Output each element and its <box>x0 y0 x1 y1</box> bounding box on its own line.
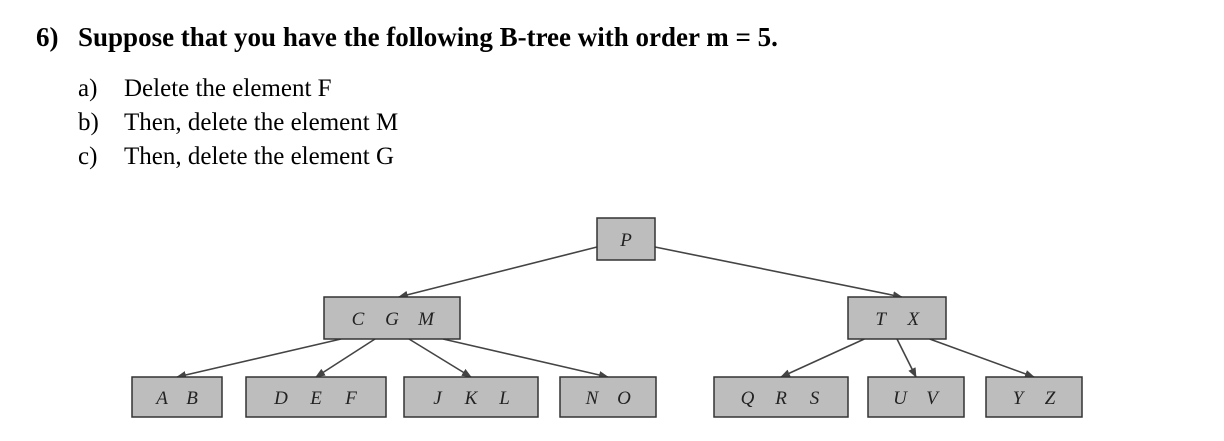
node-box <box>559 376 657 418</box>
part-letter: a) <box>78 75 98 102</box>
question-number: 6) <box>36 22 59 52</box>
node-key: N <box>585 388 600 409</box>
node-key: V <box>926 388 940 409</box>
tree-edge <box>397 246 598 299</box>
node-box <box>596 217 656 261</box>
node-key: Y <box>1013 388 1026 409</box>
node-key: F <box>344 388 357 409</box>
node-key: M <box>417 309 435 330</box>
part-text: Then, delete the element G <box>124 143 395 170</box>
node-box <box>867 376 965 418</box>
node-key: G <box>385 309 399 330</box>
node-box <box>847 296 947 340</box>
tree-edge <box>896 338 917 378</box>
tree-edge <box>780 338 865 378</box>
tree-edge <box>315 338 376 378</box>
node-key: D <box>273 388 288 409</box>
node-box <box>245 376 387 418</box>
node-key: Z <box>1045 388 1056 409</box>
part-a: a) Delete the element F <box>78 72 398 106</box>
tree-edge <box>176 338 342 379</box>
part-b: b) Then, delete the element M <box>78 106 398 140</box>
node-key: O <box>617 388 631 409</box>
node-box <box>403 376 539 418</box>
node-key: P <box>619 230 632 251</box>
tree-edge <box>442 338 609 379</box>
node-box <box>713 376 849 418</box>
node-key: E <box>309 388 322 409</box>
node-box <box>985 376 1083 418</box>
question-text: Suppose that you have the following B-tr… <box>78 22 778 52</box>
node-key: T <box>875 309 887 330</box>
root-node: P <box>596 217 656 261</box>
node-key: R <box>774 388 787 409</box>
part-c: c) Then, delete the element G <box>78 140 398 174</box>
node-key: J <box>433 388 443 409</box>
question-heading: 6) Suppose that you have the following B-… <box>36 22 778 53</box>
node-key: L <box>498 388 510 409</box>
node-key: Q <box>741 388 755 409</box>
node-box <box>131 376 223 418</box>
tree-edges <box>176 246 1035 379</box>
node-key: X <box>907 309 921 330</box>
part-text: Then, delete the element M <box>124 109 399 136</box>
node-key: A <box>154 388 168 409</box>
part-letter: c) <box>78 143 98 170</box>
node-box <box>323 296 461 340</box>
node-key: K <box>464 388 479 409</box>
tree-edge <box>654 246 903 300</box>
part-letter: b) <box>78 109 99 136</box>
node-key: C <box>352 309 365 330</box>
node-key: U <box>893 388 908 409</box>
node-key: S <box>810 388 820 409</box>
question-parts: a) Delete the element F b) Then, delete th… <box>78 72 398 174</box>
node-key: B <box>186 388 198 409</box>
part-text: Delete the element F <box>124 75 332 102</box>
tree-edge <box>929 338 1035 378</box>
tree-edge <box>408 338 472 378</box>
